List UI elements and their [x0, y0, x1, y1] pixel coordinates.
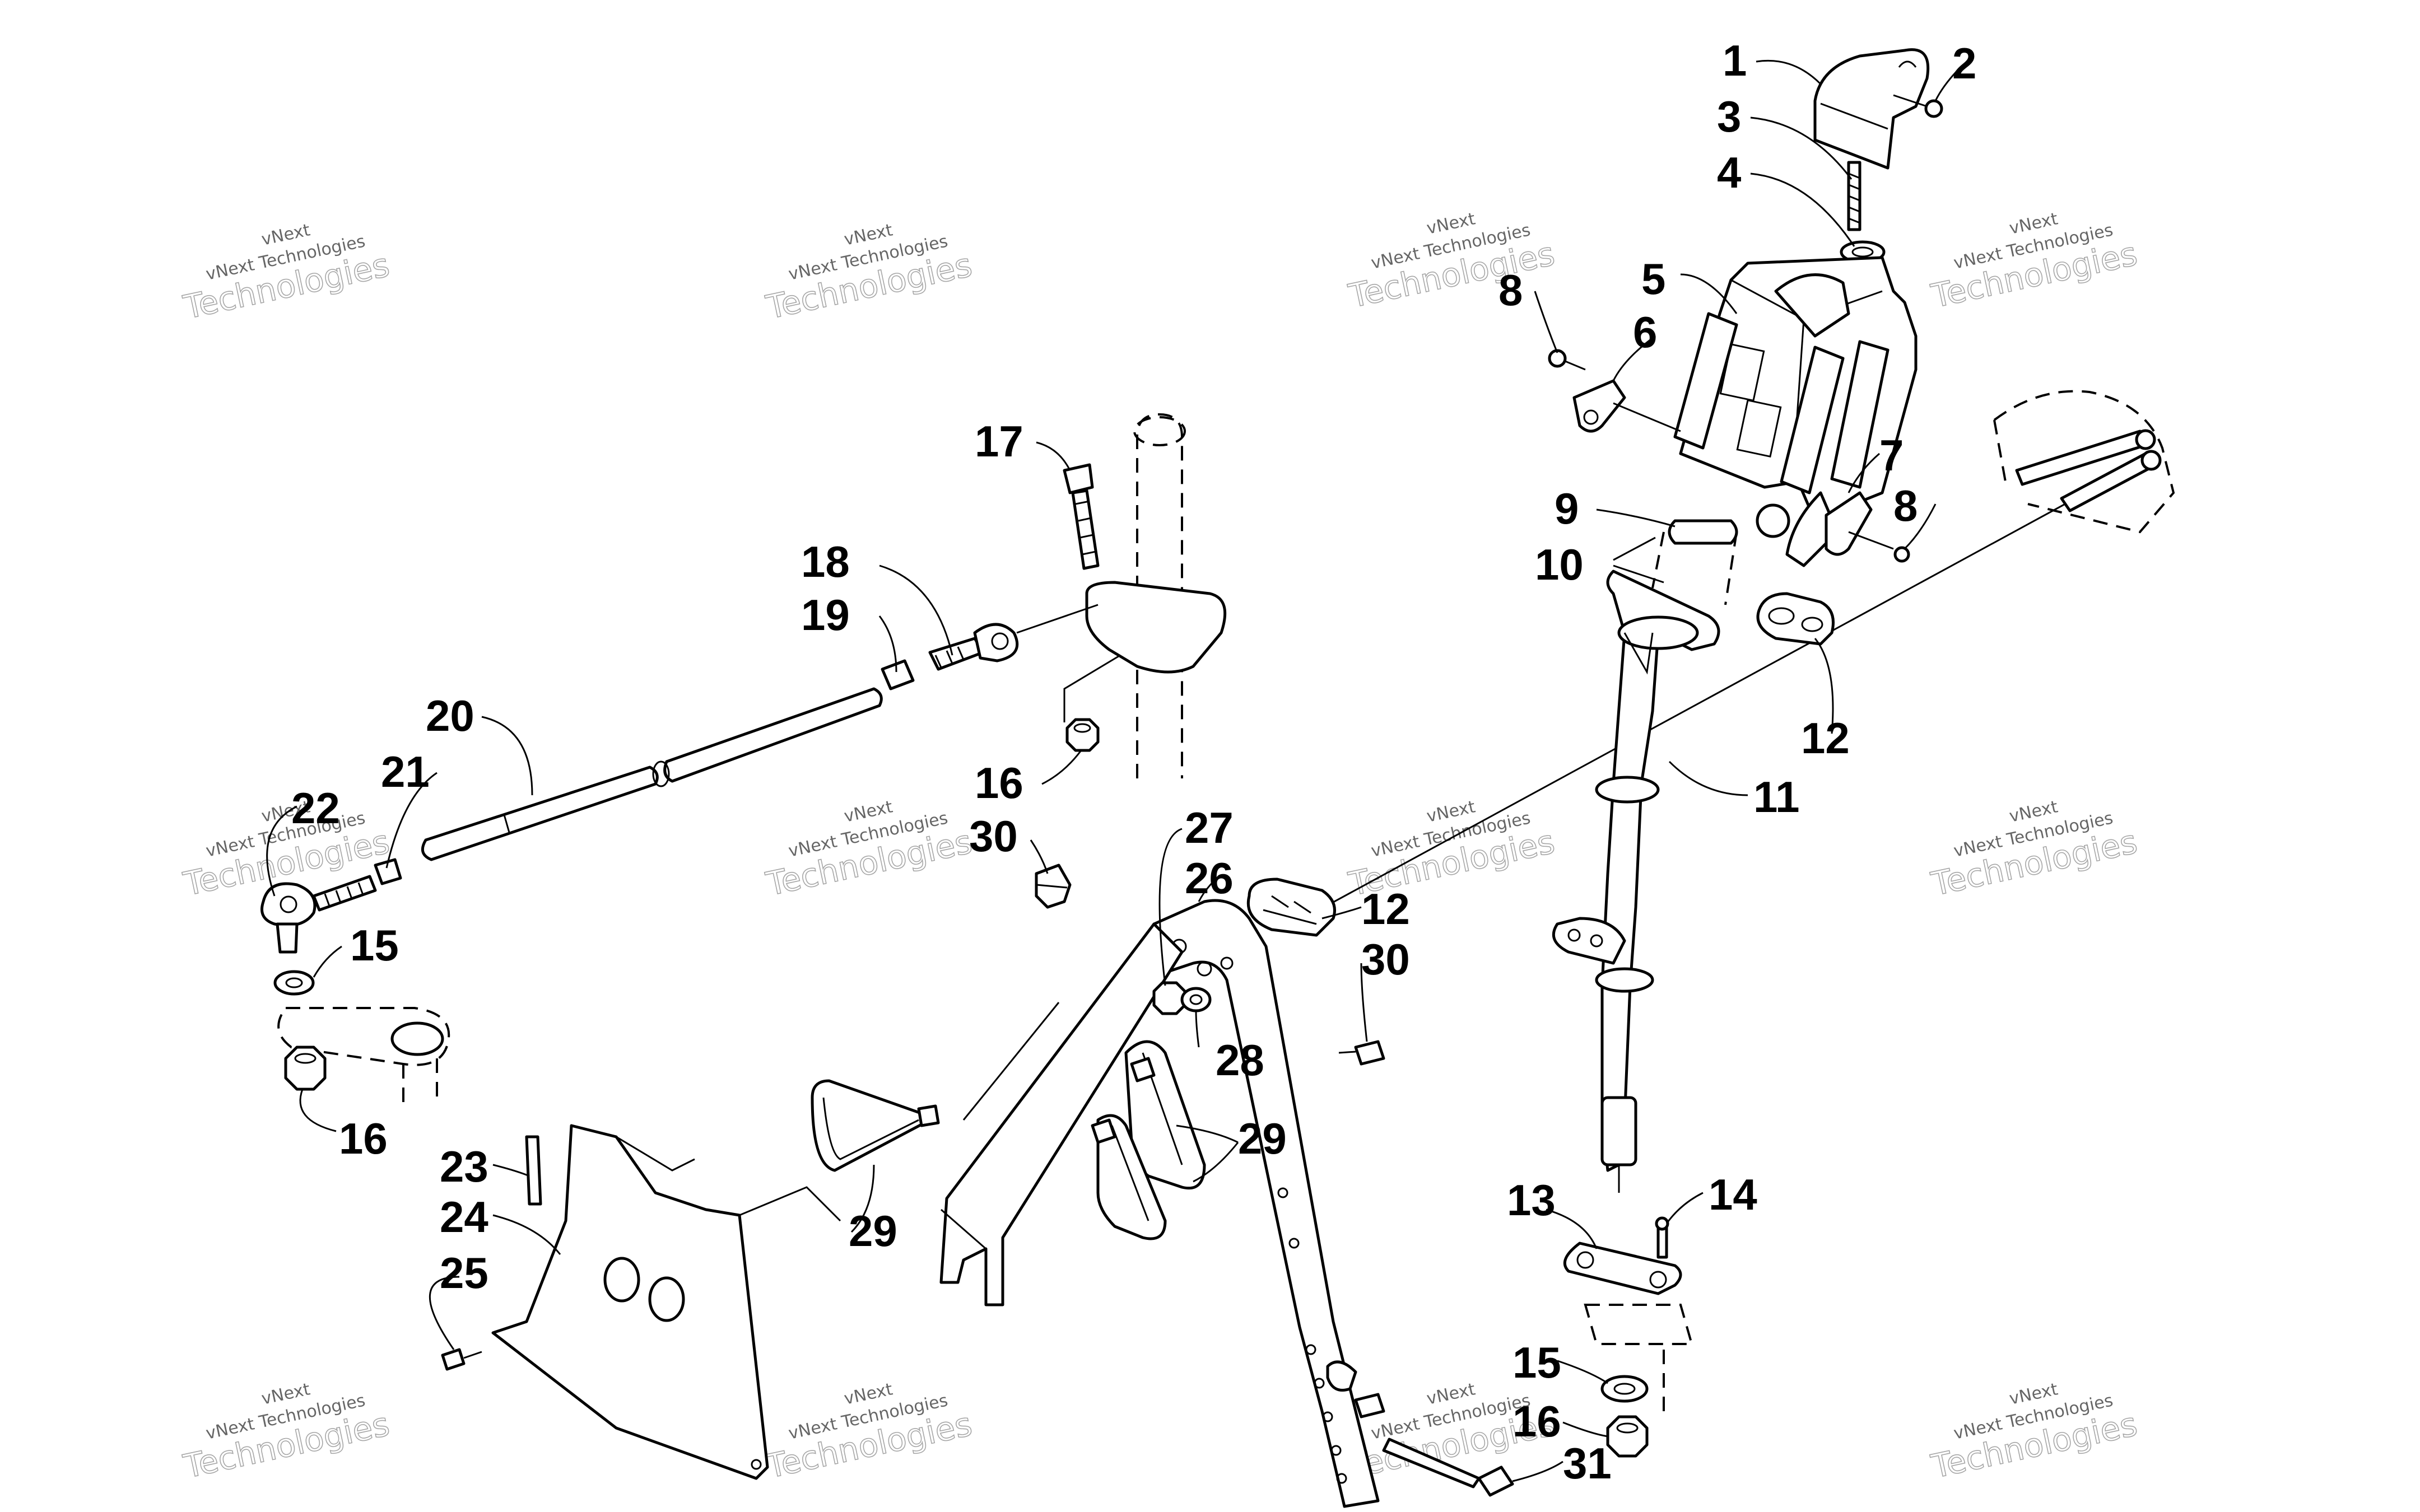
part-26-support-bracket	[939, 899, 1380, 1508]
callout-31: 31	[1563, 1439, 1612, 1488]
part-19-jam-nut	[881, 659, 915, 690]
callout-29-left: 29	[849, 1206, 897, 1256]
part-16-nut-center	[1065, 718, 1100, 752]
part-5-bracket-assembly	[1673, 256, 1918, 567]
callout-16-center: 16	[975, 758, 1023, 808]
part-22-tie-rod-end-left	[260, 875, 377, 954]
part-1-steering-knob	[1813, 48, 1930, 170]
callout-2: 2	[1952, 39, 1976, 88]
watermark: vNext vNext Technologies Technologies	[1928, 1379, 2141, 1486]
long-bolts	[2015, 429, 2162, 512]
leader-lines	[266, 59, 1962, 1482]
watermark: vNext vNext Technologies Technologies	[1928, 209, 2141, 315]
callout-6: 6	[1633, 307, 1657, 357]
callout-3: 3	[1717, 92, 1741, 141]
parts-layer	[260, 48, 2175, 1508]
callout-21: 21	[381, 747, 430, 796]
watermark: vNext vNext Technologies Technologies	[1928, 797, 2141, 903]
callout-27: 27	[1185, 803, 1234, 852]
part-28-washer	[1180, 987, 1212, 1012]
part-7-clip	[1825, 491, 1894, 556]
part-20-tie-rod	[421, 687, 883, 861]
part-17-bolt	[1063, 463, 1100, 570]
part-25-screw	[441, 1348, 482, 1371]
part-12-bushing-middle	[1246, 878, 1336, 937]
watermark: vNext vNext Technologies Technologies	[180, 1379, 393, 1486]
callout-15-left: 15	[350, 921, 399, 970]
callout-23: 23	[440, 1142, 488, 1191]
part-30-spacer-right	[1338, 1040, 1385, 1066]
callout-20: 20	[426, 691, 474, 740]
frame-tube-dashed	[1063, 413, 1227, 778]
part-16-nut-bottom	[1606, 1350, 1665, 1458]
callout-13: 13	[1507, 1175, 1556, 1225]
callout-4: 4	[1717, 148, 1741, 197]
part-30-fitting-top	[1035, 864, 1072, 909]
part-29-u-bolt-bottom	[1091, 1114, 1167, 1240]
part-13-steering-arm	[1563, 1242, 1693, 1345]
callout-28: 28	[1216, 1035, 1264, 1085]
part-9-pin	[1668, 519, 1738, 545]
watermark: vNext vNext Technologies Technologies	[1345, 209, 1558, 315]
callout-30-right: 30	[1361, 935, 1410, 984]
part-14-bolt	[1655, 1216, 1669, 1259]
part-18-tie-rod-end	[928, 604, 1099, 671]
callout-22: 22	[291, 783, 340, 833]
callout-25: 25	[440, 1248, 488, 1298]
part-8-screw-right	[1893, 546, 1910, 563]
callout-1: 1	[1723, 36, 1747, 85]
callout-7: 7	[1879, 431, 1904, 480]
callout-5: 5	[1641, 254, 1665, 304]
part-11-steering-post	[1552, 570, 1720, 1193]
part-24-shield	[491, 1124, 841, 1480]
callout-8-right: 8	[1893, 481, 1918, 530]
callout-9: 9	[1555, 484, 1579, 533]
callout-18: 18	[801, 537, 850, 586]
part-2-screw	[1893, 94, 1943, 118]
callout-15-bottom: 15	[1513, 1338, 1561, 1387]
part-3-bolt	[1847, 161, 1861, 231]
callout-24: 24	[440, 1192, 488, 1242]
callout-14: 14	[1709, 1170, 1757, 1219]
part-27-nut	[1152, 981, 1186, 1015]
part-29-u-bolt-middle	[1124, 1040, 1206, 1189]
callout-29-middle: 29	[1238, 1114, 1287, 1163]
callout-30-top: 30	[969, 811, 1018, 861]
part-12-bushing-top	[1756, 592, 1835, 646]
watermark: vNext vNext Technologies Technologies	[762, 797, 976, 903]
watermark: vNext vNext Technologies Technologies	[762, 1379, 976, 1486]
callout-12-top: 12	[1801, 713, 1850, 763]
callout-labels: 1 2 3 4 5 6 7 8 8 9 10 11 12 12 13 14 15…	[291, 36, 1976, 1488]
part-8-screw-top	[1548, 349, 1586, 371]
part-23-pin	[525, 1135, 542, 1206]
part-6-tab	[1572, 379, 1681, 433]
watermark: vNext vNext Technologies Technologies	[762, 220, 976, 326]
callout-12-middle: 12	[1361, 884, 1410, 934]
callout-16-left: 16	[339, 1114, 388, 1163]
callout-16-bottom: 16	[1513, 1397, 1561, 1446]
callout-11: 11	[1753, 772, 1799, 822]
part-15-washer-left	[273, 970, 315, 996]
chassis-outline-dashed	[1993, 390, 2175, 534]
watermark: vNext vNext Technologies Technologies	[180, 220, 393, 326]
spindle-arm	[277, 1007, 450, 1103]
part-31-bolt	[1326, 1360, 1514, 1497]
callout-26: 26	[1185, 853, 1234, 903]
callout-8-top: 8	[1498, 265, 1523, 315]
callout-10: 10	[1535, 540, 1584, 589]
assembly-axis-line	[1282, 480, 2107, 931]
callout-17: 17	[975, 417, 1023, 466]
part-29-u-bolt-left	[811, 1079, 940, 1172]
part-16-nut-left	[284, 1046, 327, 1091]
callout-19: 19	[801, 590, 850, 640]
part-15-washer-bottom	[1600, 1375, 1649, 1403]
